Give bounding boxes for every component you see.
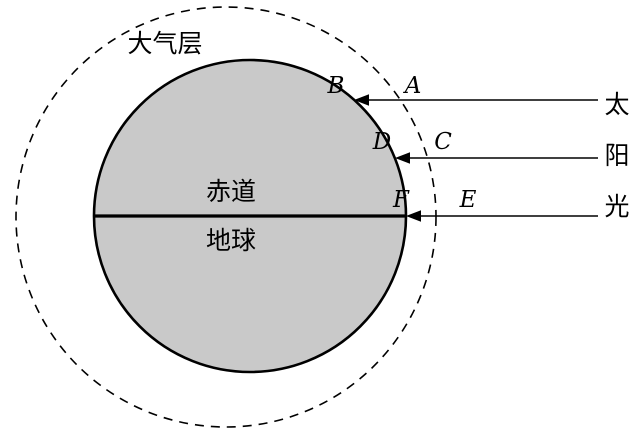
sunlight-label-char-3: 光 [604,193,629,221]
sunlight-label-char-1: 太 [604,91,629,119]
ray-point-label-A: A [403,73,422,99]
ray-point-label-B: B [327,73,345,99]
atmosphere-dashed-circle [15,6,437,428]
equator-label: 赤道 [206,178,256,206]
sun-ray-top-arrowhead-icon [354,94,369,106]
earth-label: 地球 [206,227,256,255]
ray-point-label-E: E [459,187,477,213]
sun-ray-middle-arrowhead-icon [395,152,410,164]
ray-point-label-D: D [372,129,391,155]
ray-point-label-F: F [392,187,410,213]
atmosphere-label: 大气层 [127,30,202,58]
sun-ray-equator-arrowhead-icon [406,210,421,222]
sun-ray-middle: D C [372,129,598,164]
ray-point-label-C: C [434,129,452,155]
sunlight-label-char-2: 阳 [604,142,629,170]
sun-ray-equator: F E [392,187,598,222]
sunlight-label: 太 阳 光 [604,91,629,221]
sun-ray-top: B A [327,73,598,106]
